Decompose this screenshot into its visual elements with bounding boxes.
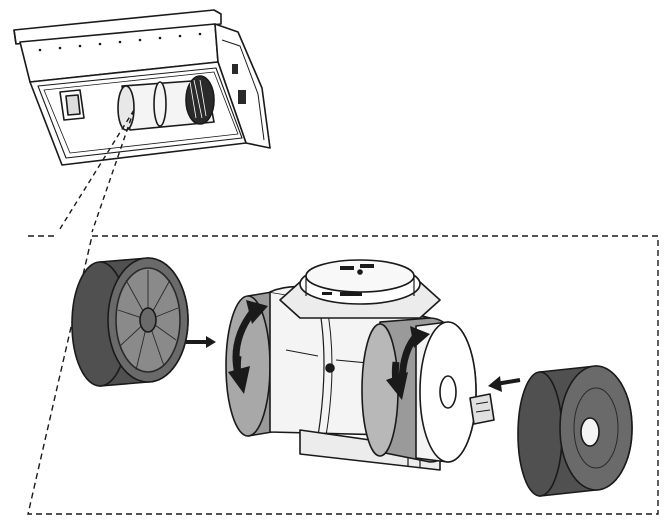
- hood-unit: [13, 9, 271, 166]
- leader-lines: [57, 109, 135, 233]
- hood-rivets: [38, 32, 202, 52]
- flange-markings: [322, 264, 374, 296]
- arrow-right-icon: [186, 336, 216, 348]
- leader-line-left: [57, 109, 135, 233]
- arrow-left-icon: [488, 376, 521, 392]
- carbon-filter-left: [71, 257, 189, 387]
- leader-line-right: [91, 109, 135, 233]
- motor-assembly: [225, 259, 495, 471]
- rotate-arrows-icon: [386, 326, 430, 400]
- detail-frame: [27, 235, 659, 515]
- carbon-filter-right: [517, 365, 633, 497]
- rotate-arrows-icon: [228, 300, 268, 394]
- hood-motor: [117, 75, 215, 131]
- side-connector: [469, 393, 495, 425]
